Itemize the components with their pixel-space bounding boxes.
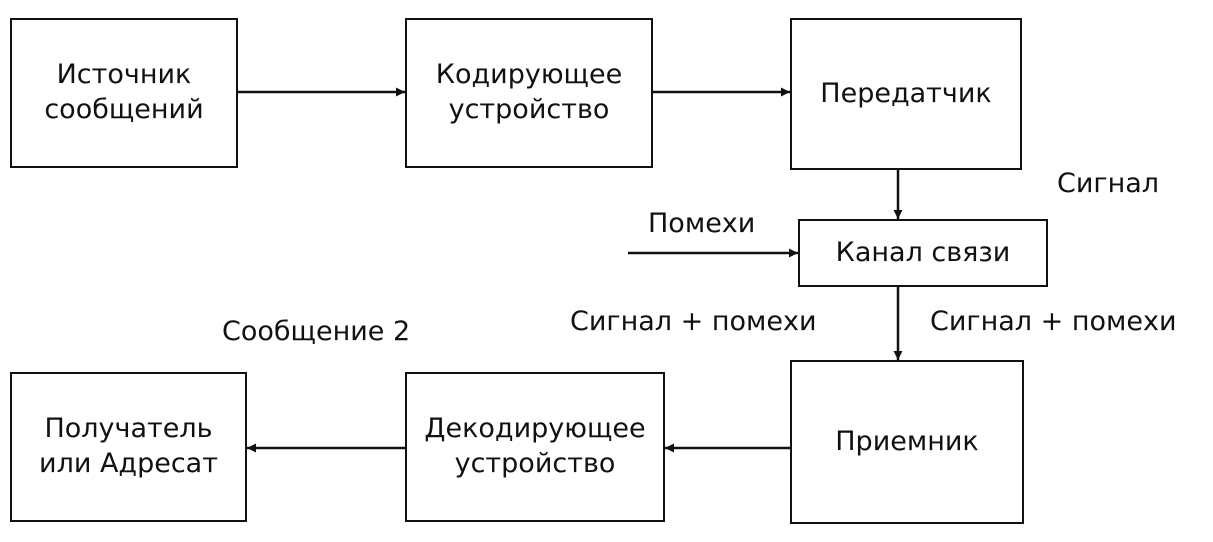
noise-label: Помехи [648,208,756,239]
message2-label: Сообщение 2 [222,316,411,347]
signal-noise-label-right: Сигнал + помехи [930,306,1177,337]
decoder-box: Декодирующее устройство [405,372,665,522]
encoder-box: Кодирующее устройство [405,18,653,168]
source-box: Источник сообщений [10,18,238,168]
signal-label: Сигнал [1057,168,1160,199]
recipient-box: Получатель или Адресат [10,372,247,522]
receiver-box: Приемник [790,360,1024,524]
transmitter-box: Передатчик [790,18,1022,170]
channel-box: Канал связи [798,219,1048,287]
signal-noise-label-left: Сигнал + помехи [570,306,817,337]
